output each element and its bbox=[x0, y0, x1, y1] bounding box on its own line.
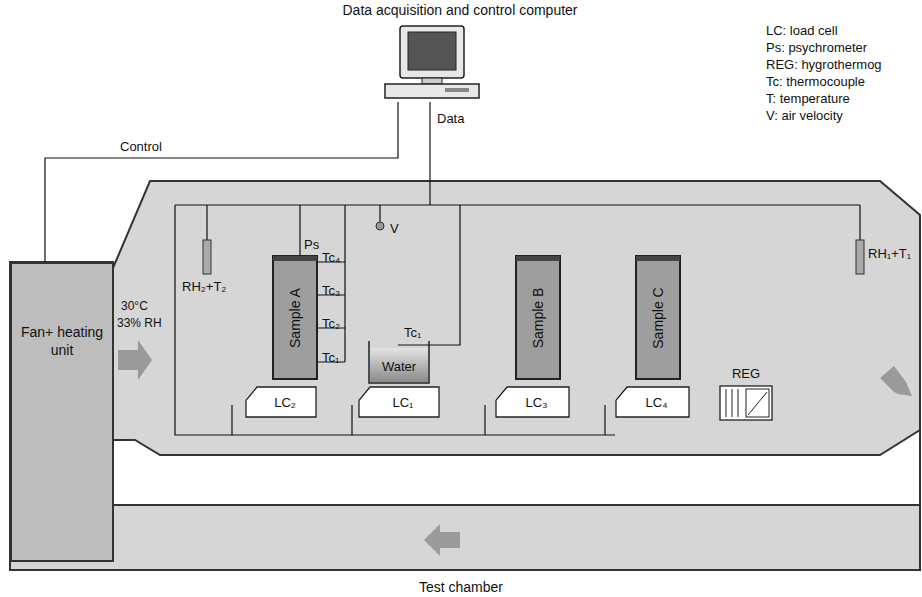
computer-title: Data acquisition and control computer bbox=[342, 2, 577, 18]
legend-line: Tc: thermocouple bbox=[766, 75, 865, 89]
node-label: Sample B bbox=[530, 287, 546, 348]
load-cell: LC₄ bbox=[615, 386, 690, 418]
computer-box: Data acquisition and control computer bbox=[290, 2, 630, 102]
node-outline bbox=[10, 262, 114, 562]
sensor-label: 33% RH bbox=[117, 317, 162, 330]
legend-line: T: temperature bbox=[766, 92, 850, 106]
node-label: LC₄ bbox=[646, 395, 668, 410]
node-label: Sample C bbox=[650, 287, 666, 348]
legend-line: LC: load cell bbox=[766, 24, 838, 38]
control-line bbox=[45, 102, 398, 262]
chamber-caption: Test chamber bbox=[419, 580, 503, 595]
sample-box: Sample B bbox=[515, 255, 561, 380]
base-unit bbox=[385, 84, 479, 98]
velocity-probe bbox=[376, 222, 384, 230]
fan-box: Fan+ heating unit bbox=[10, 262, 114, 562]
sample-box: Sample C bbox=[635, 255, 681, 380]
flow-arrow bbox=[424, 524, 460, 556]
sensor-label: 30°C bbox=[121, 300, 148, 313]
flow-arrow bbox=[880, 366, 912, 396]
sensor-label: Tc₄ bbox=[322, 251, 340, 265]
node-label: LC₂ bbox=[274, 395, 296, 410]
sample-box: Sample A bbox=[272, 255, 318, 380]
wiring bbox=[175, 102, 860, 435]
duct-core bbox=[70, 430, 920, 505]
sensor-label: Ps bbox=[304, 238, 319, 252]
sensor-label: Tc₃ bbox=[322, 284, 340, 298]
sensor-label: Tc₂ bbox=[322, 317, 340, 331]
node-label: Fan+ heating unit bbox=[14, 324, 110, 359]
node-label: REG bbox=[732, 366, 760, 382]
reg-box: REG bbox=[718, 366, 774, 422]
load-cell: LC₁ bbox=[358, 386, 440, 418]
sensor-label: Data bbox=[437, 112, 464, 126]
humidity-sensor bbox=[203, 240, 211, 274]
humidity-sensor bbox=[856, 240, 864, 274]
sensor-label: V bbox=[390, 222, 399, 236]
load-cell: LC₂ bbox=[245, 386, 317, 418]
load-cell: LC₃ bbox=[495, 386, 570, 418]
sensor-label: Tc₁ bbox=[322, 351, 339, 365]
legend-line: Ps: psychrometer bbox=[766, 41, 867, 55]
flow-arrow bbox=[118, 340, 152, 380]
node-label: Sample A bbox=[287, 288, 303, 348]
drive-slot bbox=[445, 88, 469, 92]
sensor-label: RH₂+T₂ bbox=[182, 280, 226, 294]
monitor bbox=[400, 26, 464, 78]
legend-line: REG: hygrothermog bbox=[766, 58, 882, 72]
water-box: Water bbox=[368, 340, 430, 384]
chamber-duct bbox=[10, 181, 920, 570]
node-label: LC₃ bbox=[526, 395, 548, 410]
legend-line: V: air velocity bbox=[766, 109, 843, 123]
sensor-label: RH₁+T₁ bbox=[868, 247, 911, 261]
screen bbox=[408, 32, 456, 70]
sensor-label: Tc₁ bbox=[404, 326, 421, 340]
node-label: Water bbox=[382, 359, 416, 374]
edge-label: Control bbox=[120, 140, 162, 154]
stand bbox=[422, 78, 442, 84]
node-label: LC₁ bbox=[392, 395, 413, 410]
